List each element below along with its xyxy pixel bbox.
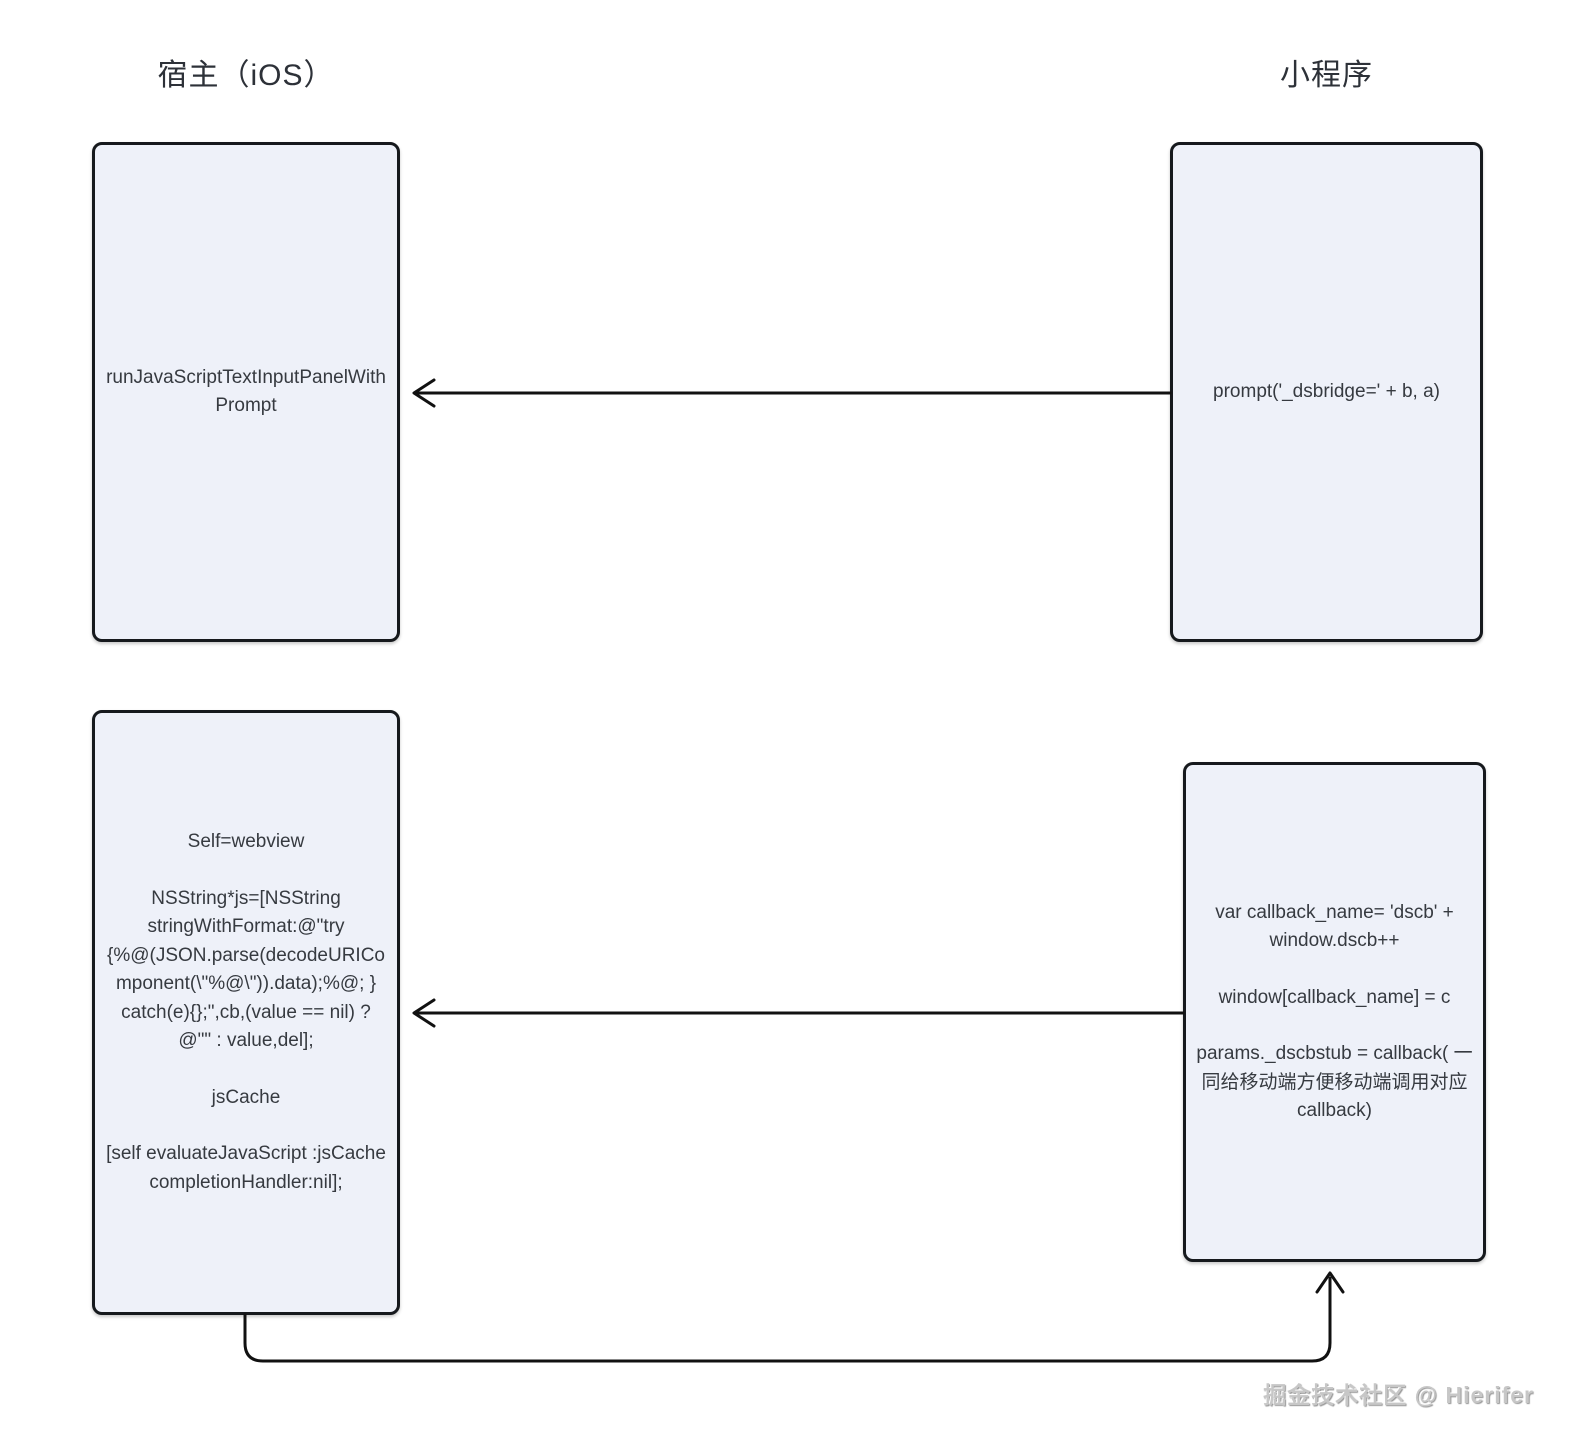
host-top-box-text: runJavaScriptTextInputPanelWithPrompt xyxy=(106,366,386,417)
mini-bottom-paragraph: params._dscbstub = callback( 一同给移动端方便移动端… xyxy=(1196,1043,1473,1121)
host-top-box: runJavaScriptTextInputPanelWithPrompt xyxy=(92,142,400,642)
mini-bottom-paragraph: var callback_name= 'dscb' + window.dscb+… xyxy=(1215,901,1454,952)
mini-top-box-text: prompt('_dsbridge=' + b, a) xyxy=(1213,380,1440,402)
host-column-title: 宿主（iOS） xyxy=(157,59,335,92)
host-bottom-box: Self=webview NSString*js=[NSString strin… xyxy=(92,710,400,1315)
watermark-text: 掘金技术社区 @ Hierifer xyxy=(1263,1382,1534,1408)
mini-bottom-paragraph: window[callback_name] = c xyxy=(1218,986,1451,1008)
elbow-arrow-up-icon xyxy=(243,1271,1345,1363)
mini-bottom-box: var callback_name= 'dscb' + window.dscb+… xyxy=(1183,762,1486,1262)
host-bottom-paragraph: [self evaluateJavaScript :jsCache comple… xyxy=(106,1143,386,1193)
arrow-left-icon xyxy=(412,998,1185,1028)
mini-top-box: prompt('_dsbridge=' + b, a) xyxy=(1170,142,1483,642)
arrow-left-icon xyxy=(412,378,1172,408)
mini-program-column-title: 小程序 xyxy=(1280,59,1373,92)
host-bottom-paragraph: Self=webview xyxy=(187,831,305,852)
host-bottom-paragraph: jsCache xyxy=(211,1086,281,1108)
host-bottom-paragraph: NSString*js=[NSString stringWithFormat:@… xyxy=(106,887,385,1052)
